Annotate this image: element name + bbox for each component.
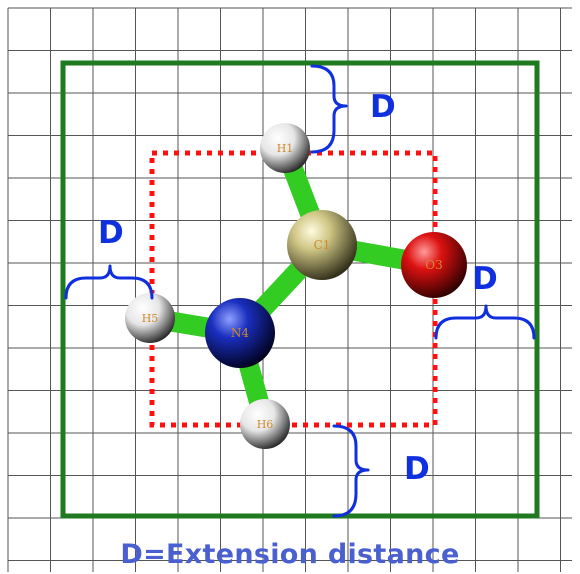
atom-o3: O3 [401, 232, 467, 298]
d-label-bottom: D [404, 451, 430, 487]
d-label-right: D [472, 261, 498, 297]
background-grid [7, 7, 572, 572]
outer-extension-box [60, 60, 540, 519]
brace-bottom [332, 424, 370, 518]
brace-right [434, 304, 536, 340]
atom-c1: C1 [287, 210, 357, 280]
atom-label-h5: H5 [142, 312, 159, 325]
atom-label-o3: O3 [425, 258, 442, 272]
atom-label-h6: H6 [257, 418, 274, 431]
brace-top [310, 64, 348, 154]
atom-h6: H6 [240, 399, 290, 449]
atom-label-h1: H1 [277, 142, 294, 155]
brace-left [64, 264, 154, 300]
d-label-left: D [98, 215, 124, 251]
bonds [148, 144, 436, 427]
caption: D=Extension distance [120, 539, 460, 570]
atom-h5: H5 [125, 293, 175, 343]
atom-label-c1: C1 [314, 238, 331, 252]
atom-n4: N4 [205, 298, 275, 368]
d-label-top: D [370, 89, 396, 125]
atom-label-n4: N4 [231, 326, 250, 340]
atom-h1: H1 [260, 123, 310, 173]
